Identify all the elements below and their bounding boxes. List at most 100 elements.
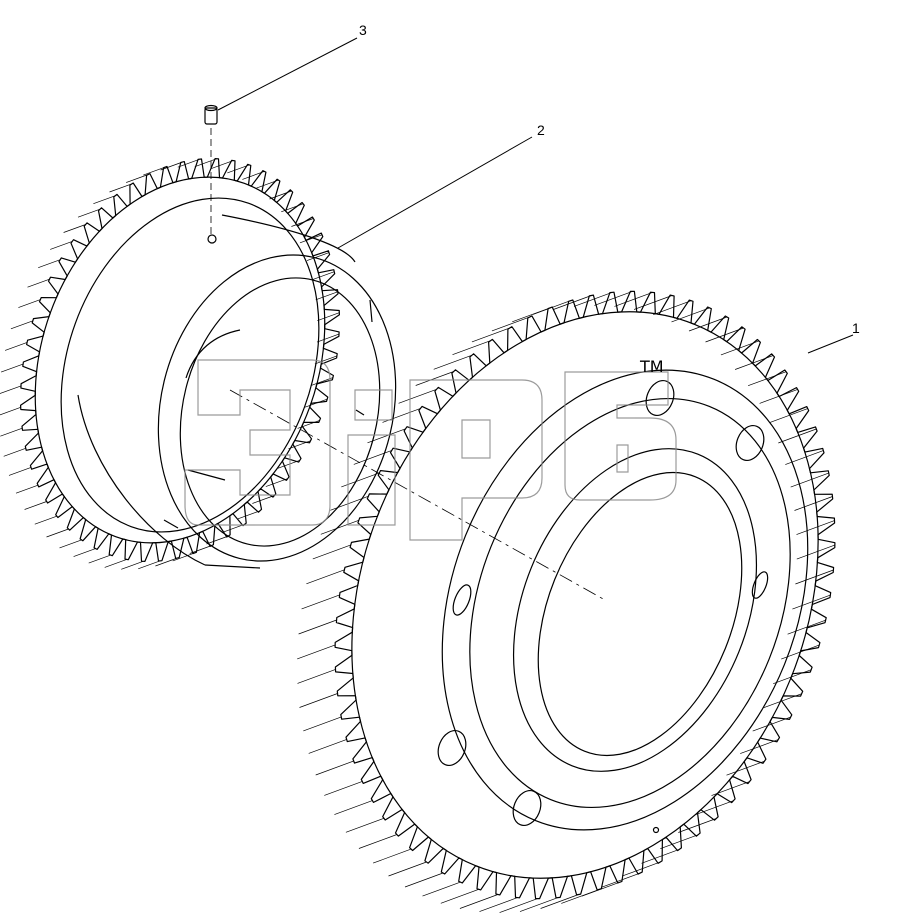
pin-body — [204, 107, 218, 125]
tooth-flank-line — [306, 569, 345, 585]
tooth-flank-line — [301, 594, 340, 610]
tooth-flank-line — [787, 619, 826, 635]
tooth-flank-line — [404, 872, 444, 888]
tooth-flank-line — [796, 544, 835, 560]
leader-2 — [337, 136, 533, 249]
tooth-flank-line — [491, 316, 531, 332]
tooth-flank-line — [308, 739, 347, 754]
leader-1 — [807, 334, 854, 354]
tooth-flank-line — [59, 539, 82, 549]
tooth-flank-line — [18, 299, 41, 308]
hub-bore-edges — [163, 299, 373, 529]
watermark — [184, 359, 677, 541]
tooth-flank-line — [633, 295, 673, 310]
tooth-flank-line — [299, 234, 323, 244]
tooth-flank-line — [785, 450, 824, 465]
tooth-flank-line — [126, 174, 149, 183]
tooth-flank-line — [678, 818, 717, 833]
tooth-flank-line — [695, 800, 734, 816]
tooth-flank-line — [312, 271, 335, 281]
tooth-flank-line — [34, 515, 57, 525]
tooth-flank-line — [315, 291, 338, 301]
tooth-flank-line — [297, 644, 336, 660]
tooth-flank-line — [433, 354, 472, 370]
gear-1-bore-outer — [512, 448, 758, 772]
tooth-flank-line — [38, 259, 61, 269]
tooth-flank-line — [688, 316, 728, 332]
tooth-flank-line — [790, 472, 829, 488]
tooth-flank-line — [314, 355, 338, 365]
tooth-flank-line — [227, 164, 250, 174]
gear-1-face-mid — [469, 397, 791, 809]
tooth-flank-line — [573, 292, 613, 307]
tooth-flank-line — [499, 898, 538, 913]
tooth-flank-line — [372, 848, 412, 864]
callout-label-2: 2 — [537, 122, 545, 138]
tooth-flank-line — [211, 160, 234, 169]
tooth-flank-line — [194, 158, 217, 168]
gear-1-bore-inner — [537, 471, 743, 757]
tooth-flank-line — [27, 278, 50, 288]
tooth-flank-line — [46, 528, 69, 538]
callout-label-1: 1 — [852, 320, 860, 336]
watermark-letter-i — [347, 389, 396, 526]
tooth-flank-line — [795, 569, 834, 585]
tooth-flank-line — [471, 327, 511, 343]
tooth-flank-line — [310, 377, 334, 386]
watermark-letter-b — [564, 371, 677, 501]
hub-front-face-outer — [157, 254, 397, 562]
tooth-flank-line — [222, 523, 245, 533]
tooth-flank-line — [561, 889, 600, 904]
slot — [735, 425, 765, 461]
tooth-flank-line — [155, 557, 178, 567]
tooth-flank-line — [109, 183, 132, 193]
part-1-driven-gear — [297, 290, 836, 913]
tooth-flank-line — [367, 428, 406, 444]
tooth-flank-line — [104, 559, 127, 568]
tooth-flank-line — [177, 158, 200, 168]
tooth-flank-line — [660, 834, 699, 850]
tooth-flank-line — [519, 897, 559, 912]
tooth-flank-line — [358, 834, 398, 849]
tooth-flank-line — [479, 897, 518, 912]
leader-lines — [217, 37, 854, 354]
tooth-flank-line — [138, 560, 161, 570]
tooth-flank-line — [345, 817, 385, 833]
tooth-flank-line — [778, 428, 817, 444]
gear-1-root-ring — [351, 311, 819, 879]
gear-2-teeth — [0, 158, 340, 570]
tooth-flank-line — [594, 291, 633, 306]
tooth-flank-line — [298, 619, 337, 635]
tooth-flank-line — [388, 861, 427, 877]
tooth-flank-line — [614, 292, 653, 307]
tooth-flank-line — [317, 312, 340, 322]
tooth-flank-line — [237, 510, 261, 520]
tooth-flank-line — [312, 544, 351, 560]
part-2-drive-gear — [0, 158, 397, 570]
tooth-flank-line — [353, 450, 392, 465]
tooth-flank-line — [189, 545, 212, 554]
tooth-flank-line — [621, 861, 661, 877]
tooth-flank-line — [306, 252, 330, 261]
tooth-flank-line — [769, 408, 808, 423]
tooth-flank-line — [320, 519, 359, 535]
tooth-flank-line — [540, 894, 579, 909]
tooth-flank-line — [794, 496, 833, 511]
tooth-flank-line — [4, 342, 28, 351]
tooth-flank-line — [24, 501, 47, 510]
tooth-flank-line — [265, 478, 288, 487]
tooth-flank-line — [601, 872, 641, 888]
axis-center-line — [229, 389, 606, 601]
tooth-flank-line — [77, 208, 101, 218]
tooth-flank-line — [422, 881, 461, 897]
tooth-flank-line — [330, 495, 369, 511]
tooth-flank-line — [452, 340, 491, 356]
slot — [452, 584, 472, 616]
leader-3 — [217, 37, 358, 111]
part-3-dowel-pin — [204, 104, 218, 236]
hub-body — [77, 214, 356, 566]
hub-base-line — [204, 564, 261, 569]
watermark-letter-e — [184, 359, 331, 526]
tooth-flank-line — [459, 894, 499, 909]
